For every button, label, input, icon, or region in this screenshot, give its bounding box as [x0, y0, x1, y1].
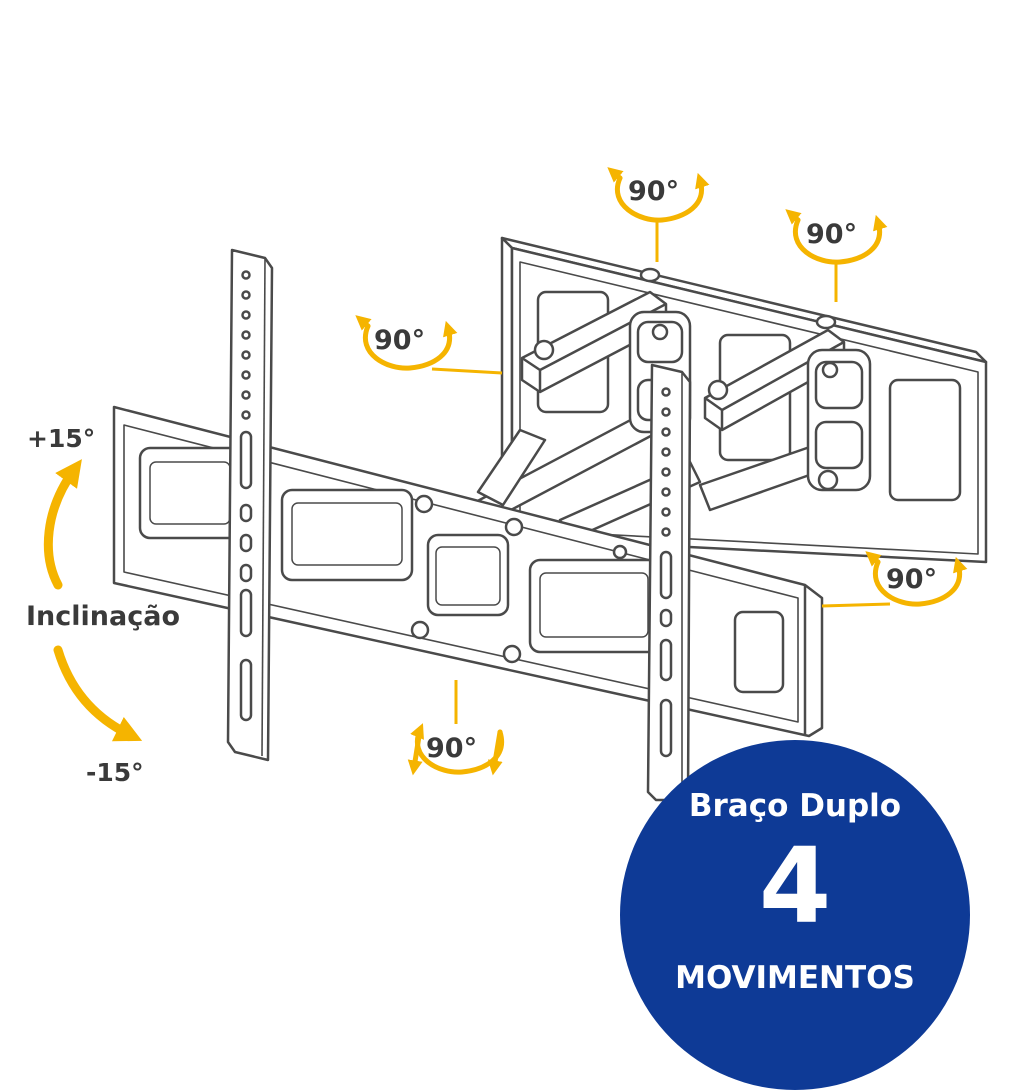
rotation-right-label: 90° — [886, 564, 938, 595]
movements-badge: Braço Duplo 4 MOVIMENTOS — [620, 740, 970, 1090]
tilt-arrow — [43, 459, 143, 742]
rotation-indicator-top-right — [785, 209, 888, 302]
rotation-indicator-left — [355, 315, 503, 375]
badge-number: 4 — [758, 825, 832, 947]
rotation-top-right-label: 90° — [806, 219, 858, 250]
tv-mount-illustration — [43, 167, 988, 802]
tilt-minus-label: -15° — [86, 758, 144, 787]
tilt-plus-label: +15° — [27, 424, 96, 453]
rotation-top-label: 90° — [628, 176, 680, 207]
rotation-indicator-right — [821, 551, 968, 608]
vertical-strap-left — [226, 248, 274, 762]
rotation-left-label: 90° — [374, 325, 426, 356]
vertical-strap-right — [646, 363, 692, 802]
badge-title: Braço Duplo — [688, 788, 902, 824]
rotation-indicator-bottom — [407, 680, 505, 776]
rotation-bottom-label: 90° — [426, 733, 478, 764]
badge-subtitle: MOVIMENTOS — [675, 960, 915, 996]
tv-mounting-bar — [112, 405, 824, 738]
rotation-indicator-top — [607, 167, 710, 262]
tilt-label: Inclinação — [26, 601, 180, 632]
